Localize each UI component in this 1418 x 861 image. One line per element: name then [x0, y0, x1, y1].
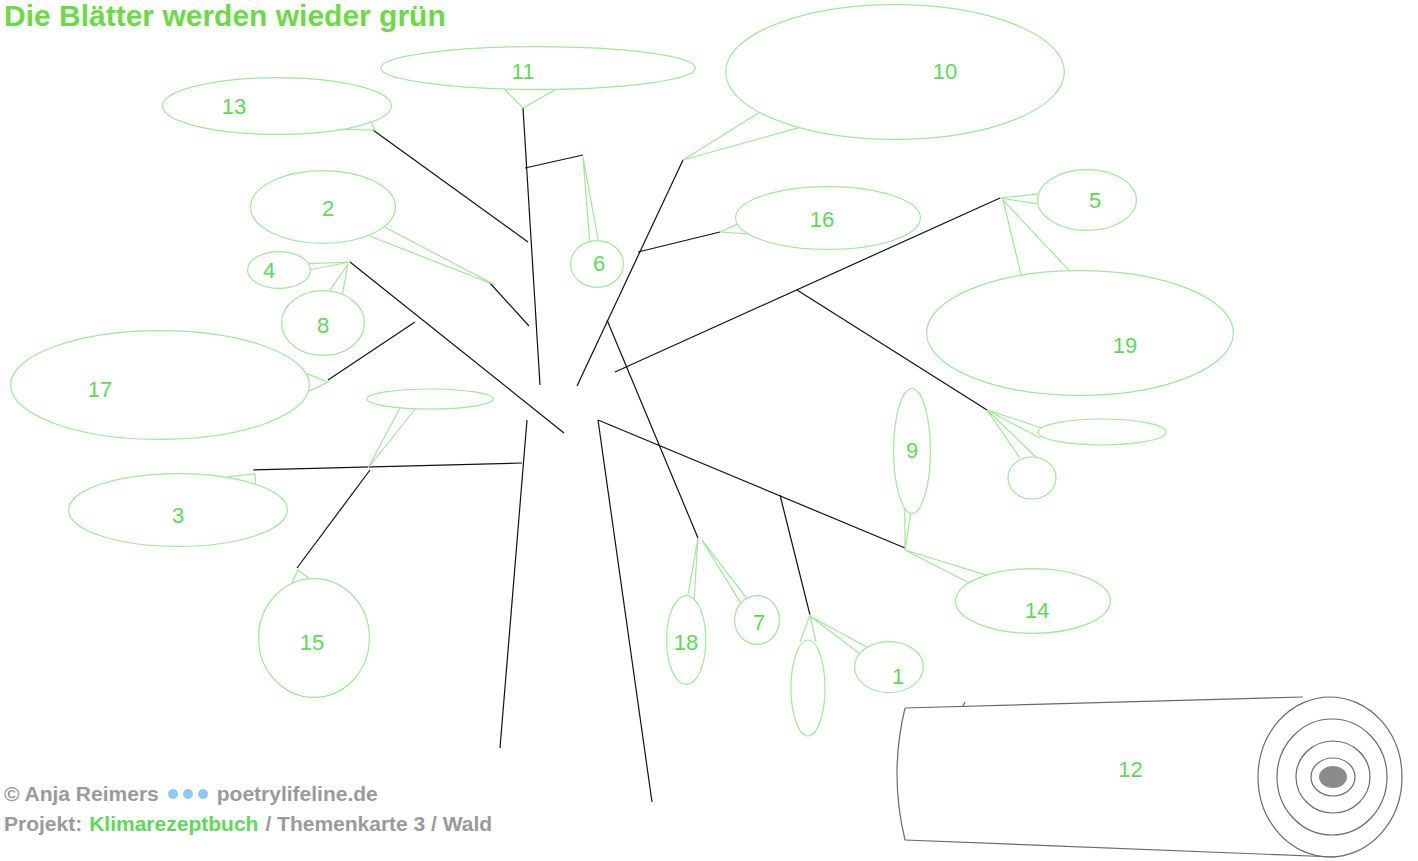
- project-name: Klimarezeptbuch: [89, 811, 258, 837]
- callout-number: 15: [300, 631, 324, 655]
- bubble-tail: [583, 157, 598, 241]
- bubble-tail: [683, 113, 798, 160]
- bubble-outline: [854, 641, 924, 693]
- speech-bubble: 14: [955, 568, 1111, 634]
- bubble-tail: [702, 540, 746, 603]
- empty-bubbles: [367, 389, 1166, 736]
- callout-number: 17: [88, 378, 112, 402]
- callout-number: 7: [753, 611, 765, 635]
- bubble-tail: [307, 374, 328, 392]
- bubble-tail: [292, 570, 309, 583]
- speech-bubble: 17: [10, 330, 310, 440]
- speech-bubble: 19: [926, 270, 1234, 396]
- tree-lines: [253, 108, 1000, 802]
- bubble-tail: [505, 90, 555, 108]
- speech-bubble: 16: [735, 186, 921, 250]
- callout-number: 3: [172, 504, 184, 528]
- bubble-tail: [905, 550, 985, 582]
- callout-number: 11: [512, 60, 535, 84]
- speech-bubble: 5: [1037, 169, 1137, 231]
- bubble-tails: [227, 90, 1069, 654]
- bubble-outline: [926, 270, 1234, 396]
- page-title: Die Blätter werden wieder grün: [4, 0, 446, 32]
- project-prefix: Projekt:: [4, 811, 82, 837]
- log-shape: [895, 690, 1410, 860]
- speech-bubble: 7: [734, 595, 780, 645]
- bubble-outline: [10, 330, 310, 440]
- speech-bubble: 15: [258, 578, 370, 698]
- speech-bubble: 6: [570, 240, 624, 288]
- callout-number: 13: [222, 95, 246, 119]
- bubble-outline: [380, 46, 696, 90]
- speech-bubble: 11: [380, 46, 696, 90]
- speech-bubble: 1: [854, 641, 924, 693]
- speech-bubble: 13: [162, 77, 392, 135]
- callout-number: 2: [322, 197, 334, 221]
- bubble-tail: [330, 264, 348, 294]
- project-path: / Themenkarte 3 / Wald: [265, 811, 492, 837]
- bubble-tail: [369, 227, 495, 285]
- callout-number: 14: [1025, 599, 1049, 623]
- bubble-tail: [309, 262, 350, 269]
- callout-number: 10: [933, 60, 957, 84]
- callout-number: 5: [1089, 189, 1101, 213]
- speech-bubble: 4: [247, 251, 311, 289]
- callout-number: 16: [810, 208, 834, 232]
- speech-bubble: 18: [666, 595, 706, 685]
- bubble-tail: [1003, 200, 1069, 275]
- callout-number: 18: [674, 631, 698, 655]
- bubble-outline: [725, 4, 1065, 140]
- callout-number: 1: [892, 665, 904, 689]
- callout-number: 9: [906, 439, 918, 463]
- footer-line: © Anja Reimers poetrylifeline.de: [4, 781, 378, 807]
- author-credit: © Anja Reimers: [4, 781, 159, 807]
- bubble-outline: [162, 77, 392, 135]
- log-callout: 12: [895, 690, 1410, 860]
- bubble-outline: [247, 251, 311, 289]
- speech-bubble: 10: [725, 4, 1065, 140]
- speech-bubble: 8: [281, 290, 365, 356]
- bubble-tail: [346, 123, 375, 130]
- bubble-tail: [227, 474, 255, 484]
- speech-bubble: 2: [250, 170, 396, 244]
- website-link: poetrylifeline.de: [217, 781, 378, 807]
- bubble-outline: [1037, 169, 1137, 231]
- callout-number: 6: [593, 252, 605, 276]
- callout-number: 8: [317, 314, 329, 338]
- speech-bubble: 3: [68, 473, 288, 547]
- callout-number: 12: [1118, 758, 1142, 782]
- bubble-tail: [688, 538, 698, 599]
- bubble-tail: [720, 224, 747, 234]
- callout-number: 4: [263, 259, 275, 283]
- bubble-tail: [810, 616, 867, 653]
- dots-ornament: [166, 787, 210, 801]
- speech-bubble: 9: [893, 388, 931, 514]
- footer-line: Projekt: Klimarezeptbuch / Themenkarte 3 /…: [4, 811, 492, 837]
- callout-number: 19: [1113, 334, 1137, 358]
- bubble-tail: [905, 509, 911, 550]
